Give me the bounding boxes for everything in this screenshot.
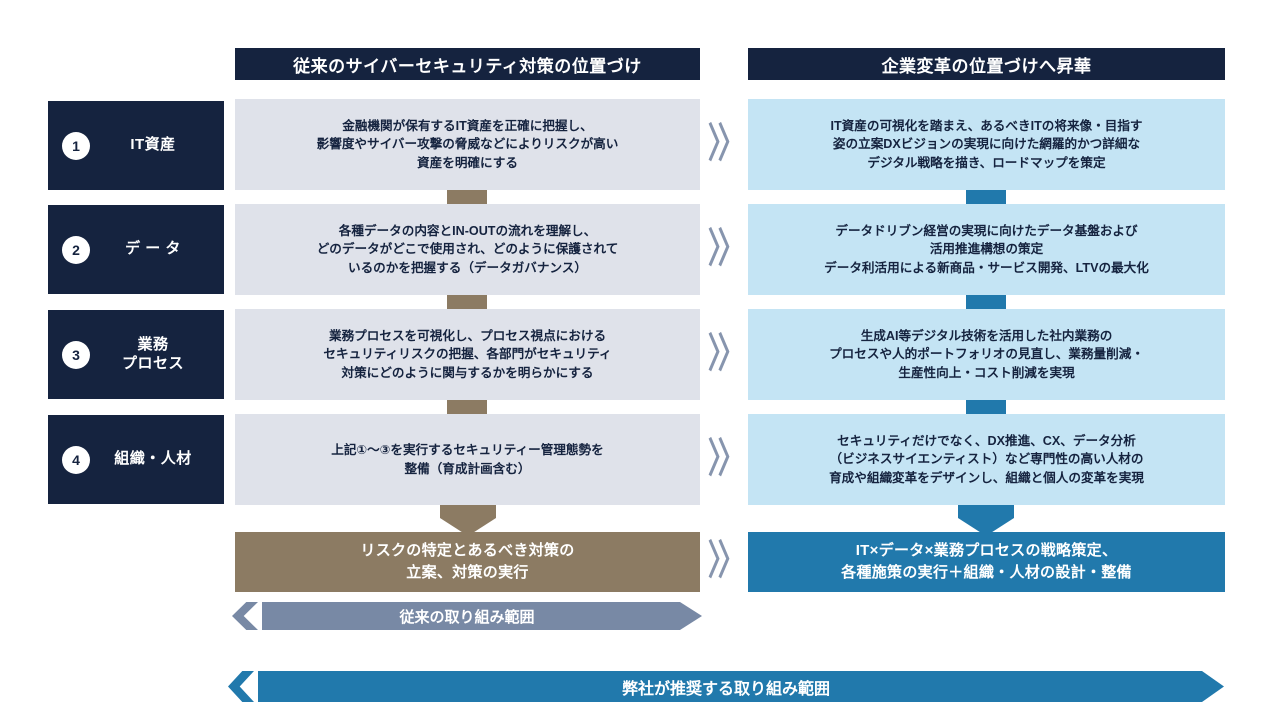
summary-box-left: リスクの特定とあるべき対策の 立案、対策の実行 — [235, 532, 700, 592]
left-content-text-3: 業務プロセスを可視化し、プロセス視点における セキュリティリスクの把握、各部門が… — [323, 329, 612, 380]
chevron-right-double-icon: 〉〉 — [707, 331, 744, 377]
right-content-text-4: セキュリティだけでなく、DX推進、CX、データ分析 （ビジネスサイエンティスト）… — [829, 434, 1144, 485]
category-number-4: 4 — [62, 445, 90, 474]
scope-narrow-ribbon — [232, 602, 702, 630]
chevron-right-double-icon: 〉〉 — [707, 121, 744, 167]
column-header-right: 企業変革の位置づけへ昇華 — [748, 48, 1225, 80]
row-chevron-1: 〉〉 — [700, 99, 748, 190]
category-label-1: IT資産 — [130, 136, 176, 154]
category-number-2: 2 — [62, 235, 90, 264]
right-content-box-1: IT資産の可視化を踏まえ、あるべきITの将来像・目指す 姿の立案DXビジョンの実… — [748, 99, 1225, 190]
row-chevron-4: 〉〉 — [700, 414, 748, 505]
column-header-left: 従来のサイバーセキュリティ対策の位置づけ — [235, 48, 700, 80]
right-connector-1 — [966, 190, 1006, 204]
scope-wide-label: 弊社が推奨する取り組み範囲 — [621, 680, 830, 698]
left-connector-2 — [447, 295, 487, 309]
left-content-text-2: 各種データの内容とIN-OUTの流れを理解し、 どのデータがどこで使用され、どの… — [316, 224, 619, 275]
scope-wide-left-chevron-icon — [228, 671, 254, 702]
right-content-text-2: データドリブン経営の実現に向けたデータ基盤および 活用推進構想の策定 データ利活… — [824, 224, 1149, 275]
chevron-right-double-icon: 〉〉 — [707, 436, 744, 482]
left-connector-1 — [447, 190, 487, 204]
left-connector-3 — [447, 400, 487, 414]
right-content-box-2: データドリブン経営の実現に向けたデータ基盤および 活用推進構想の策定 データ利活… — [748, 204, 1225, 295]
left-content-box-4: 上記①～③を実行するセキュリティー管理態勢を 整備（育成計画含む） — [235, 414, 700, 505]
scope-wide-ribbon — [228, 671, 1224, 702]
category-box-1[interactable]: 1 IT資産 — [48, 101, 224, 190]
scope-narrow-label: 従来の取り組み範囲 — [399, 608, 535, 626]
scope-wide-body — [258, 671, 1224, 702]
column-header-right-label: 企業変革の位置づけへ昇華 — [881, 56, 1092, 76]
scope-narrow-left-chevron-icon — [232, 602, 258, 630]
right-content-box-4: セキュリティだけでなく、DX推進、CX、データ分析 （ビジネスサイエンティスト）… — [748, 414, 1225, 505]
right-content-text-1: IT資産の可視化を踏まえ、あるべきITの将来像・目指す 姿の立案DXビジョンの実… — [830, 119, 1143, 170]
row-chevron-3: 〉〉 — [700, 309, 748, 400]
summary-box-right: IT×データ×業務プロセスの戦略策定、 各種施策の実行＋組織・人材の設計・整備 — [748, 532, 1225, 592]
row-chevron-2: 〉〉 — [700, 204, 748, 295]
right-connector-2 — [966, 295, 1006, 309]
left-content-text-1: 金融機関が保有するIT資産を正確に把握し、 影響度やサイバー攻撃の脅威などにより… — [316, 119, 619, 170]
left-content-text-4: 上記①～③を実行するセキュリティー管理態勢を 整備（育成計画含む） — [331, 443, 604, 476]
category-number-3: 3 — [62, 340, 90, 369]
summary-right-text: IT×データ×業務プロセスの戦略策定、 各種施策の実行＋組織・人材の設計・整備 — [841, 542, 1132, 581]
scope-narrow-body — [262, 602, 702, 630]
category-number-1: 1 — [62, 131, 90, 160]
scope-banner-wide: 弊社が推奨する取り組み範囲 — [228, 671, 1224, 702]
right-connector-3 — [966, 400, 1006, 414]
chevron-right-double-icon: 〉〉 — [707, 226, 744, 272]
category-label-2: デ ー タ — [125, 240, 181, 258]
category-box-4[interactable]: 4 組織・人材 — [48, 415, 224, 504]
scope-banner-narrow: 従来の取り組み範囲 — [232, 602, 702, 630]
category-box-3[interactable]: 3 業務 プロセス — [48, 310, 224, 399]
category-label-3: 業務 プロセス — [121, 335, 184, 372]
right-content-text-3: 生成AI等デジタル技術を活用した社内業務の プロセスや人的ポートフォリオの見直し… — [829, 329, 1144, 380]
left-content-box-1: 金融機関が保有するIT資産を正確に把握し、 影響度やサイバー攻撃の脅威などにより… — [235, 99, 700, 190]
left-content-box-3: 業務プロセスを可視化し、プロセス視点における セキュリティリスクの把握、各部門が… — [235, 309, 700, 400]
chevron-right-double-icon: 〉〉 — [707, 539, 744, 584]
summary-left-text: リスクの特定とあるべき対策の 立案、対策の実行 — [360, 542, 575, 581]
right-content-box-3: 生成AI等デジタル技術を活用した社内業務の プロセスや人的ポートフォリオの見直し… — [748, 309, 1225, 400]
summary-chevron: 〉〉 — [700, 532, 748, 592]
column-header-left-label: 従来のサイバーセキュリティ対策の位置づけ — [293, 56, 642, 76]
category-label-4: 組織・人材 — [114, 450, 192, 468]
category-box-2[interactable]: 2 デ ー タ — [48, 205, 224, 294]
left-content-box-2: 各種データの内容とIN-OUTの流れを理解し、 どのデータがどこで使用され、どの… — [235, 204, 700, 295]
